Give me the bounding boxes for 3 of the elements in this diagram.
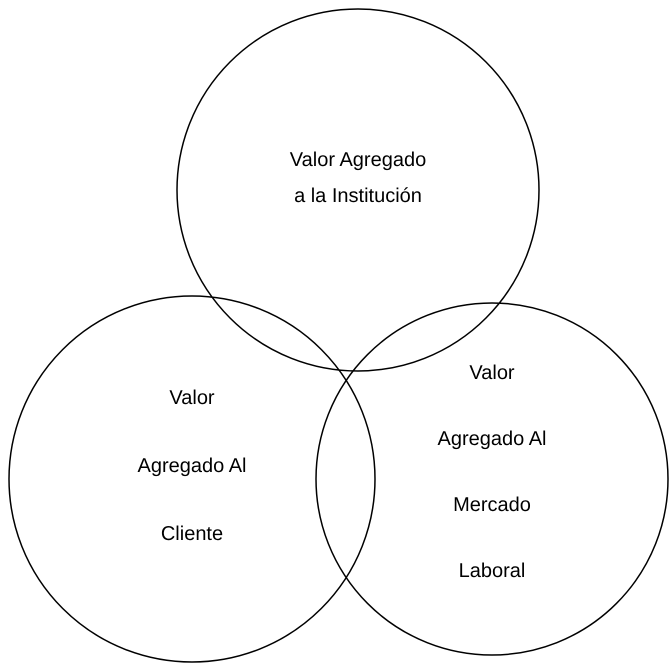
circle-label: Valor Agregado a la Institución	[288, 148, 428, 209]
circle-label: Valor Agregado Al Cliente	[137, 386, 247, 547]
circle-label: Valor Agregado Al Mercado Laboral	[437, 361, 547, 584]
